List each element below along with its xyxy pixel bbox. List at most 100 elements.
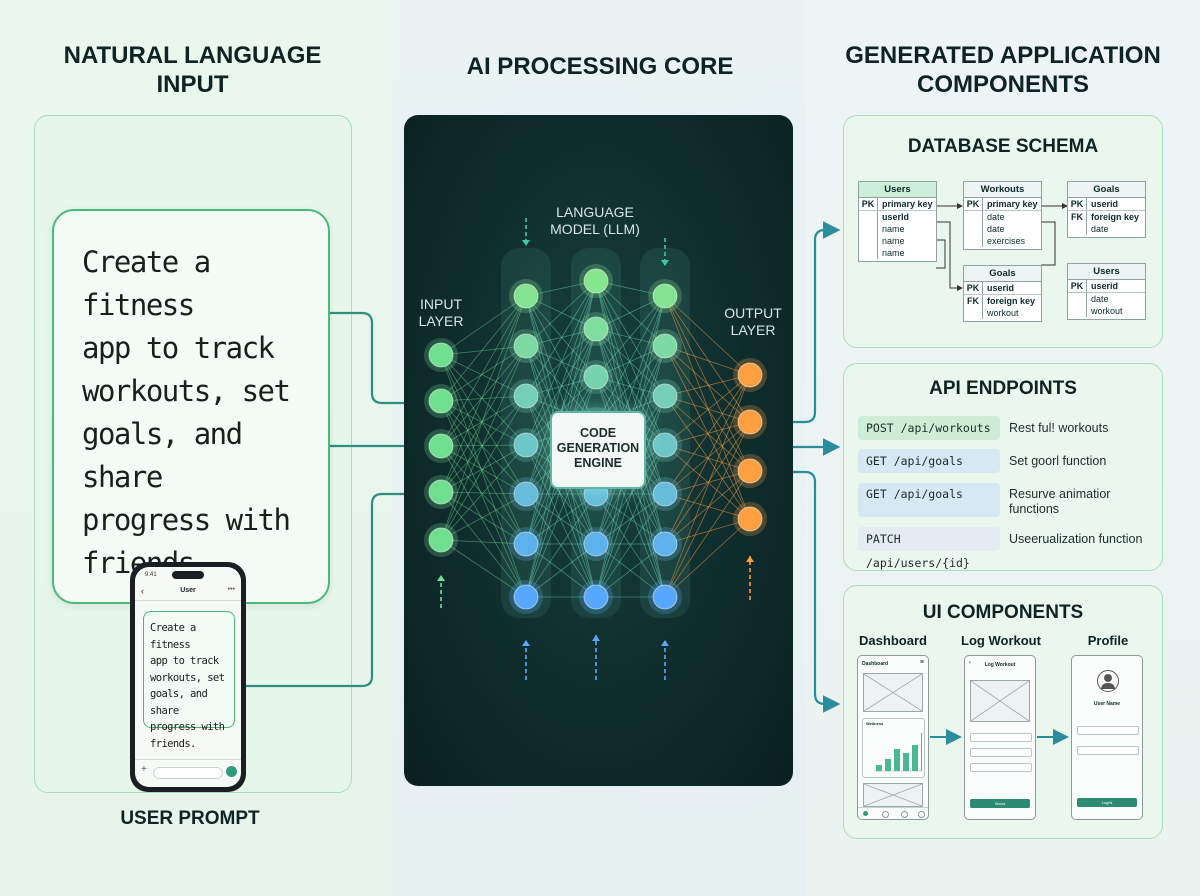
table-goals-2-key: PK: [964, 282, 983, 294]
network-edge: [595, 444, 666, 545]
network-edge: [525, 280, 597, 397]
exercise-field[interactable]: [970, 733, 1032, 742]
endpoint-description: Rest ful! workouts: [1009, 421, 1109, 435]
network-node: [652, 283, 678, 309]
add-icon[interactable]: +: [141, 764, 147, 775]
goals-tab-icon[interactable]: [901, 811, 908, 818]
menu-icon[interactable]: ≡: [919, 659, 924, 666]
prompt-card: Create a fitness app to track workouts, …: [52, 209, 330, 604]
network-edge: [440, 345, 527, 541]
table-workouts-key: PK: [964, 198, 983, 210]
avatar-head: [1104, 674, 1112, 682]
avatar: [1097, 670, 1119, 692]
network-edge: [440, 295, 527, 356]
network-edge: [440, 491, 527, 545]
table-goals-2-field: workout: [987, 308, 1019, 318]
network-node: [652, 432, 678, 458]
network-node: [513, 383, 539, 409]
ui-components-title: UI COMPONENTS: [922, 602, 1084, 623]
output-heading: GENERATED APPLICATION COMPONENTS: [838, 41, 1168, 99]
password-field[interactable]: [1077, 746, 1139, 755]
network-edge: [595, 395, 666, 598]
table-goals-field: date: [1091, 224, 1109, 234]
endpoint-route: GET /api/goals: [858, 449, 1000, 473]
network-edge: [664, 493, 751, 520]
sets-field[interactable]: [970, 748, 1032, 757]
network-edge: [664, 374, 751, 495]
network-edge: [595, 280, 666, 347]
network-edge: [525, 493, 597, 545]
network-edge: [525, 543, 597, 598]
network-edge: [525, 295, 597, 425]
phone-message-input[interactable]: [153, 767, 223, 779]
network-edge: [440, 400, 527, 446]
network-edge: [595, 493, 666, 598]
arrow-head: [592, 635, 600, 641]
more-icon[interactable]: •••: [227, 586, 235, 593]
network-node: [583, 316, 609, 342]
input-heading-line2: INPUT: [156, 71, 229, 98]
network-edge: [525, 444, 597, 545]
network-edge: [664, 518, 751, 545]
network-edge: [595, 493, 666, 598]
network-node: [428, 342, 454, 368]
login-button[interactable]: LogIN: [1077, 798, 1137, 807]
back-chevron-icon[interactable]: ‹: [969, 660, 971, 666]
table-goals-2-field: foreign key: [987, 296, 1036, 306]
table-users-key: [859, 223, 878, 235]
network-edge: [440, 491, 527, 495]
network-edge: [595, 295, 666, 330]
network-edge: [664, 470, 751, 545]
phone-screen: 9:41 ‹ User ••• Create a fitness app to …: [135, 567, 241, 787]
dashboard-mockup: Dashboard ≡ Wellness: [857, 655, 929, 820]
log-workout-header: Log Workout: [984, 662, 1016, 668]
chart-bar: [903, 753, 909, 771]
phone-notch: [172, 571, 204, 579]
workouts-tab-icon[interactable]: [882, 811, 889, 818]
table-workouts-header: Workouts: [964, 182, 1041, 198]
network-edge: [440, 493, 527, 541]
network-edge: [440, 445, 527, 495]
send-icon[interactable]: [226, 766, 237, 777]
network-edge: [595, 345, 666, 378]
network-edge: [664, 395, 751, 423]
network-edge: [595, 444, 666, 598]
table-workouts-field: date: [987, 224, 1005, 234]
network-edge: [664, 444, 751, 520]
email-field[interactable]: [1077, 726, 1139, 735]
home-tab-icon[interactable]: [863, 811, 868, 816]
output-layer-line1: OUTPUT: [724, 305, 782, 321]
network-edge: [525, 543, 597, 598]
table-users-key: [859, 247, 878, 259]
back-chevron-icon[interactable]: ‹: [141, 586, 144, 596]
profile-tab-icon[interactable]: [918, 811, 925, 818]
log-workout-button[interactable]: Stand: [970, 799, 1030, 808]
wellness-card-title: Wellness: [866, 721, 884, 726]
image-placeholder: [863, 783, 923, 807]
endpoint-description: Resurve animatior functions: [1009, 487, 1111, 516]
table-users-header: Users: [859, 182, 936, 198]
arrow-head: [661, 640, 669, 646]
duration-field[interactable]: [970, 763, 1032, 772]
arrow-phone-to-input: [246, 485, 423, 688]
arrow-output-to-ui: [772, 470, 841, 713]
table-users-2-field: userid: [1091, 281, 1119, 291]
endpoint-route: POST /api/workouts: [858, 416, 1000, 440]
network-edge: [664, 345, 751, 472]
table-workouts-key: [964, 235, 983, 247]
output-heading-line2: COMPONENTS: [916, 71, 1089, 98]
arrow-head: [522, 240, 530, 246]
table-goals-2-header: Goals: [964, 266, 1041, 282]
network-edge: [525, 280, 597, 446]
network-node: [652, 531, 678, 557]
table-goals-key: FK: [1068, 211, 1087, 223]
network-edge: [440, 354, 527, 446]
network-edge: [664, 374, 751, 545]
